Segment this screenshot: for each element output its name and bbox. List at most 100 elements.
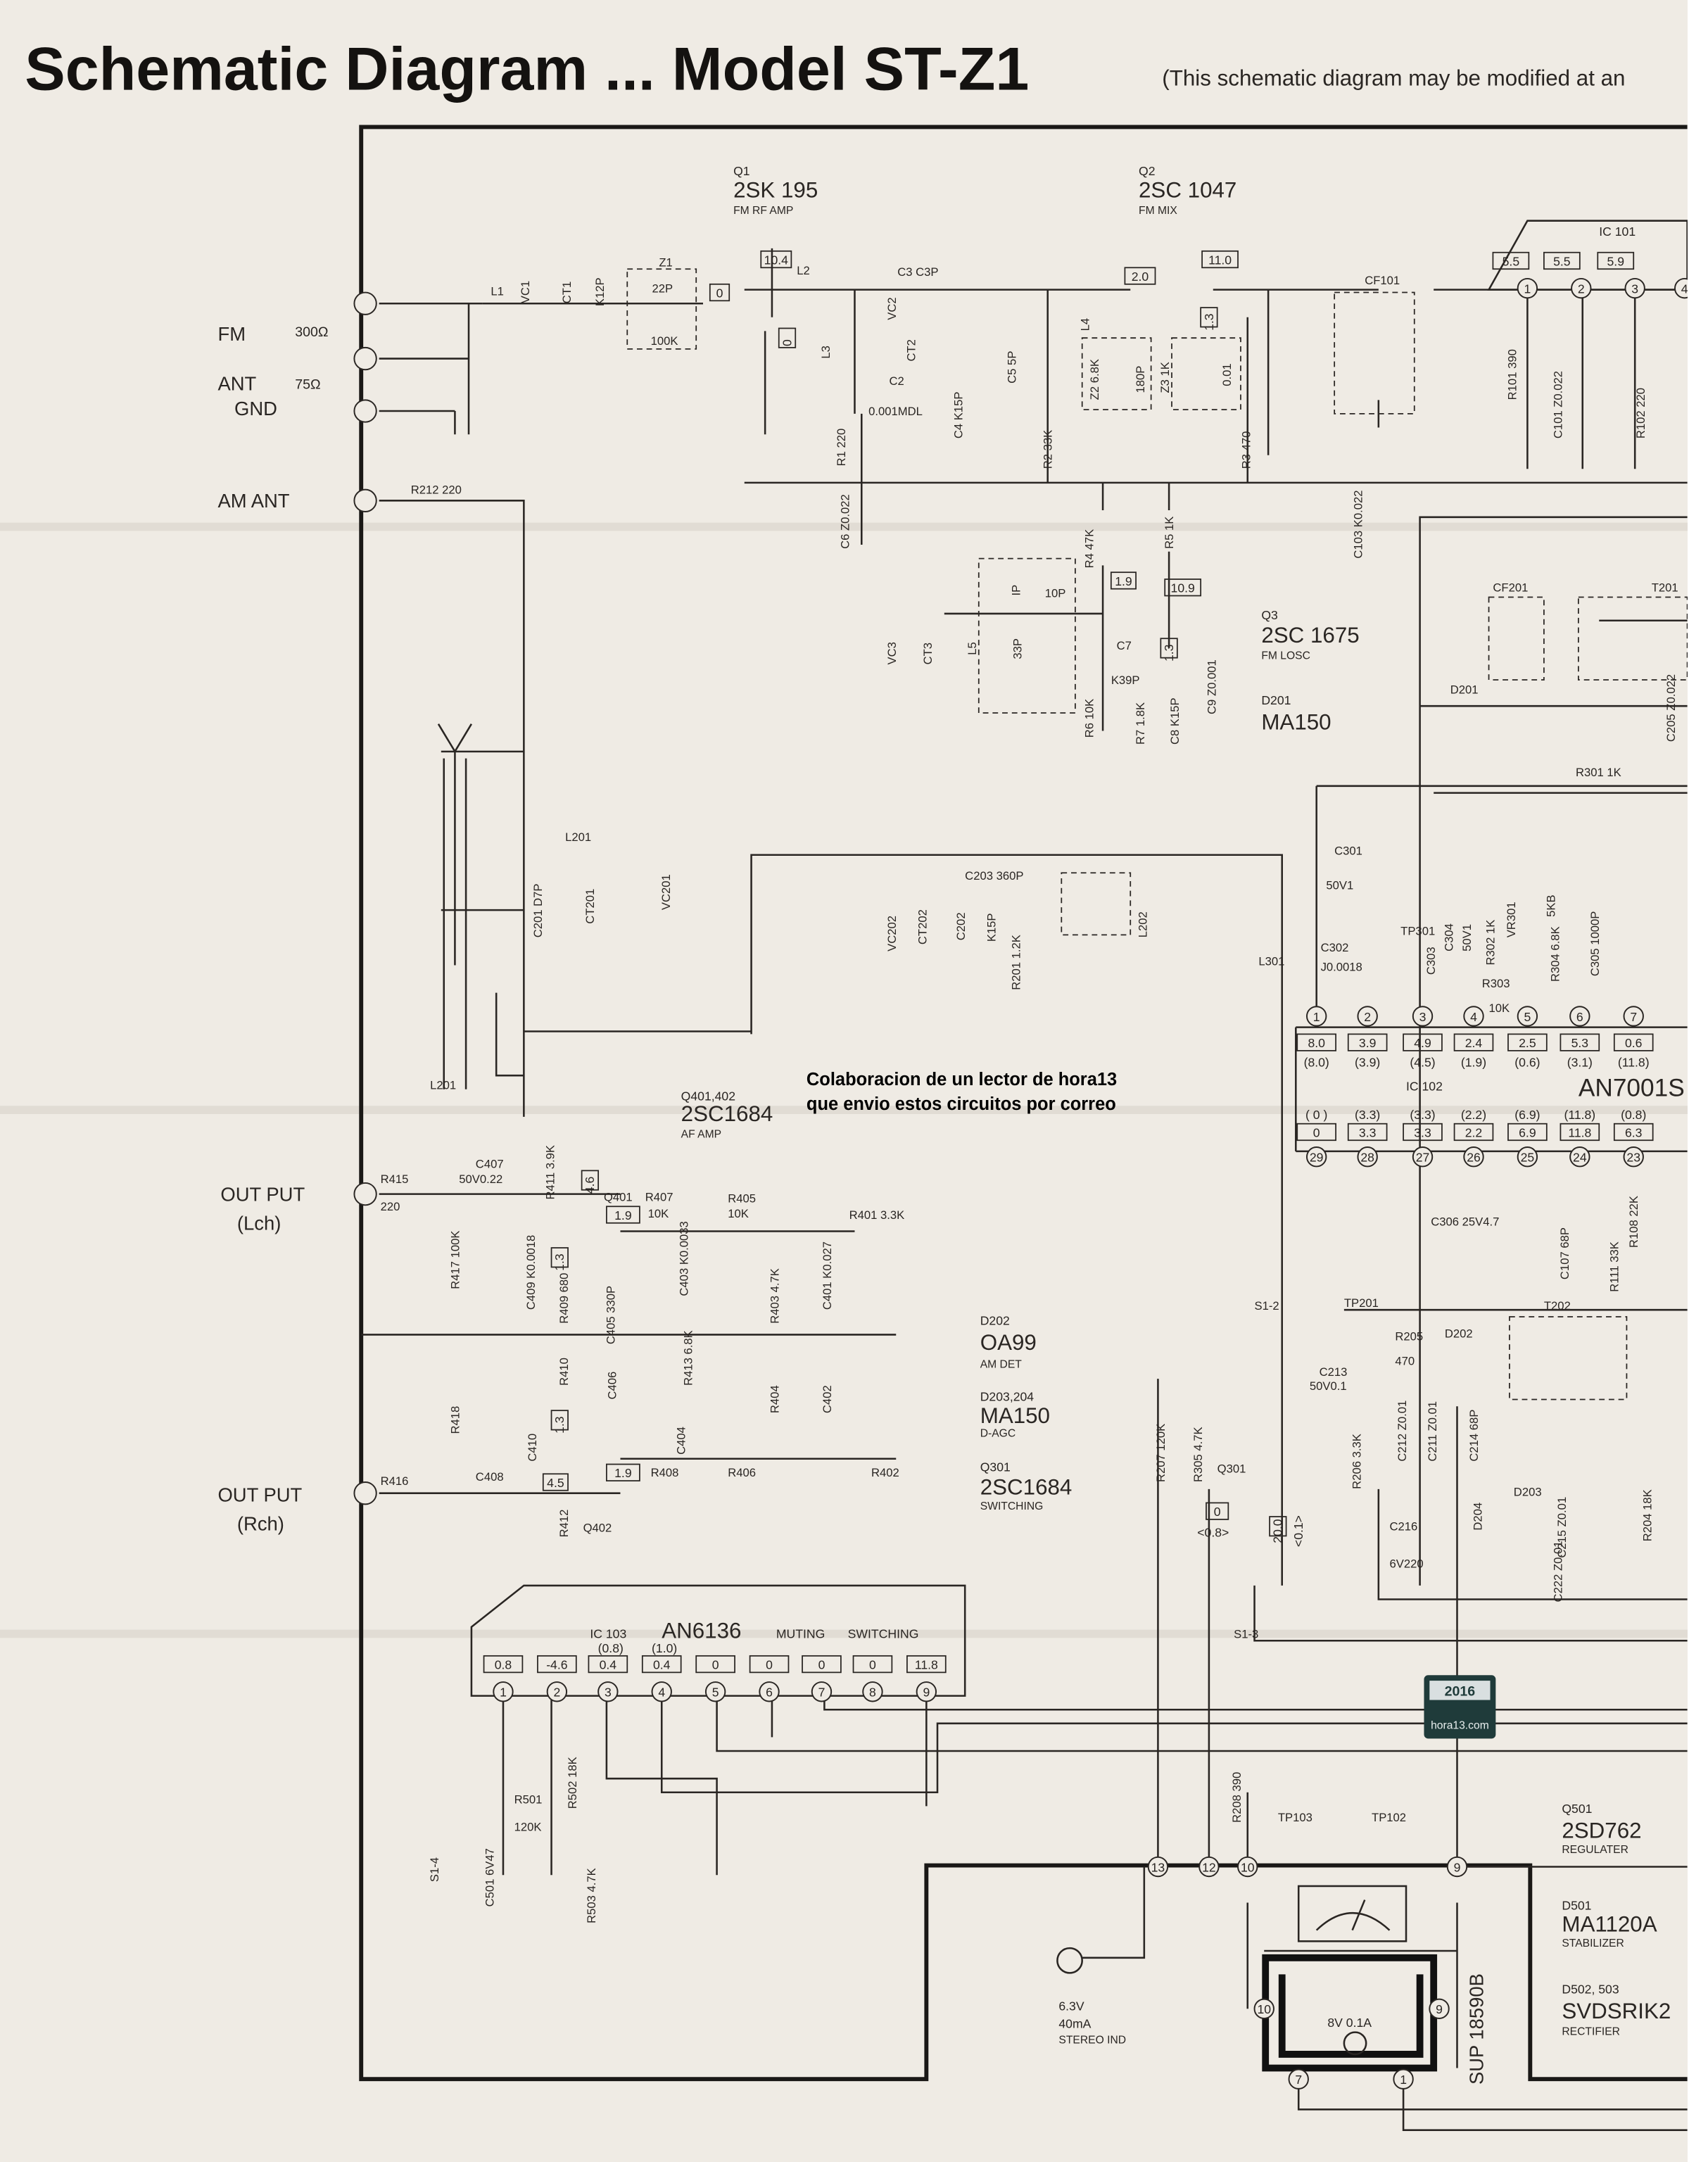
pin-number: 4 bbox=[658, 1686, 665, 1700]
pin-number: 27 bbox=[1416, 1151, 1430, 1165]
voltage-reading: 2.0 bbox=[1132, 270, 1149, 284]
device-label: 2SC 1675 bbox=[1261, 623, 1359, 647]
tuning-meter bbox=[1262, 1885, 1438, 2072]
voltage-reading: 10.4 bbox=[764, 253, 788, 267]
voltage-reading: 4.6 bbox=[583, 1176, 597, 1194]
component-label: R3 470 bbox=[1240, 431, 1253, 469]
device-label: RECTIFIER bbox=[1562, 2026, 1620, 2038]
voltage-box bbox=[1453, 1123, 1494, 1142]
device-label: D-AGC bbox=[980, 1427, 1016, 1439]
device-label: Q2 bbox=[1139, 164, 1156, 178]
voltage-reading: (0.6) bbox=[1514, 1055, 1540, 1069]
component-label: 22P bbox=[652, 282, 673, 296]
component-label: C406 bbox=[606, 1372, 619, 1400]
component-label: R304 6.8K bbox=[1548, 926, 1562, 982]
component-label: TP102 bbox=[1372, 1811, 1406, 1824]
voltage-reading: <0.8> bbox=[1197, 1525, 1229, 1539]
component-label: J0.0018 bbox=[1321, 960, 1362, 973]
component-label: R201 1.2K bbox=[1010, 935, 1023, 990]
component-label: C9 Z0.001 bbox=[1206, 659, 1219, 714]
voltage-reading: (4.5) bbox=[1410, 1055, 1435, 1069]
page-title: Schematic Diagram ... Model ST-Z1 bbox=[25, 36, 1029, 103]
component-label: R409 680 bbox=[557, 1273, 571, 1324]
component-label: R502 18K bbox=[566, 1757, 579, 1809]
pin-circle bbox=[1517, 277, 1538, 299]
component-label: C8 K15P bbox=[1168, 697, 1182, 745]
pin-number: 9 bbox=[1436, 2002, 1443, 2016]
voltage-reading: (0.8) bbox=[1621, 1108, 1646, 1122]
component-label: C202 bbox=[954, 912, 968, 940]
component-label: R205 bbox=[1395, 1329, 1423, 1343]
voltage-reading: 3.9 bbox=[1359, 1036, 1376, 1050]
pin-circle bbox=[759, 1681, 780, 1702]
pin-circle bbox=[1623, 1146, 1644, 1168]
device-label: Q3 bbox=[1261, 608, 1278, 622]
component-label: K39P bbox=[1111, 674, 1140, 687]
osc-shield bbox=[978, 557, 1076, 714]
voltage-reading: 11.8 bbox=[1568, 1125, 1591, 1139]
voltage-reading: 4.9 bbox=[1414, 1036, 1431, 1050]
component-label: R303 bbox=[1482, 977, 1510, 990]
voltage-box bbox=[1453, 1033, 1494, 1051]
voltage-reading: 1.3 bbox=[552, 1253, 567, 1271]
component-label: C410 bbox=[526, 1434, 539, 1462]
terminal-label: (Lch) bbox=[237, 1213, 281, 1234]
component-label: 0.01 bbox=[1220, 363, 1234, 386]
component-label: R1 220 bbox=[835, 429, 848, 467]
component-label: L202 bbox=[1137, 911, 1150, 937]
component-label: 10K bbox=[728, 1207, 749, 1220]
component-label: R212 220 bbox=[411, 483, 462, 497]
caption-line-2: que envio estos circuitos por correo bbox=[806, 1094, 1116, 1114]
z2-shield bbox=[1081, 337, 1152, 410]
pin-number: 29 bbox=[1310, 1151, 1324, 1165]
component-label: K15P bbox=[985, 913, 998, 942]
pin-number: 1 bbox=[1400, 2073, 1407, 2087]
component-label: R413 6.8K bbox=[681, 1330, 695, 1386]
hora13-watermark: 2016 hora13.com bbox=[1424, 1675, 1496, 1739]
component-label: S1-4 bbox=[428, 1857, 441, 1882]
voltage-box bbox=[1164, 579, 1202, 597]
component-label: CT3 bbox=[921, 643, 935, 664]
component-label: L5 bbox=[966, 642, 979, 655]
voltage-box bbox=[550, 1410, 569, 1431]
component-label: CF201 bbox=[1493, 581, 1528, 595]
wiring bbox=[361, 248, 1688, 2131]
component-label: R404 bbox=[768, 1385, 782, 1413]
voltage-box bbox=[588, 1655, 628, 1674]
device-label: FM RF AMP bbox=[733, 205, 793, 217]
component-label: R411 3.9K bbox=[543, 1145, 557, 1199]
pin-circle bbox=[1305, 1006, 1327, 1027]
voltage-reading: 1.9 bbox=[614, 1466, 631, 1480]
pin-circle bbox=[1624, 277, 1645, 299]
device-label: SVDSRIK2 bbox=[1562, 1999, 1671, 2023]
device-label: IC 102 bbox=[1406, 1080, 1443, 1094]
device-label: Q501 bbox=[1562, 1802, 1592, 1816]
component-label: TP201 bbox=[1344, 1296, 1379, 1310]
device-label: IC 101 bbox=[1599, 225, 1636, 239]
device-label: SWITCHING bbox=[980, 1500, 1044, 1512]
voltage-box bbox=[1347, 1033, 1388, 1051]
pin-number: 4 bbox=[1681, 282, 1688, 296]
pin-circle bbox=[1463, 1006, 1484, 1027]
pin-circle bbox=[1198, 1856, 1220, 1878]
pin-number: 4 bbox=[1470, 1010, 1477, 1024]
component-label: C5 5P bbox=[1006, 351, 1019, 384]
terminal-label: FM bbox=[217, 323, 246, 345]
component-label: D201 bbox=[1450, 683, 1479, 697]
component-label: 10K bbox=[1489, 1001, 1510, 1015]
pin-circle bbox=[1446, 1856, 1468, 1878]
pin-circle bbox=[1305, 1146, 1327, 1168]
voltage-reading: 5.9 bbox=[1607, 254, 1624, 268]
component-label: R207 120K bbox=[1154, 1424, 1168, 1482]
terminal-label: GND bbox=[234, 398, 277, 419]
device-label: STABILIZER bbox=[1562, 1937, 1624, 1949]
component-label: C203 360P bbox=[965, 869, 1023, 883]
component-label: R5 1K bbox=[1163, 517, 1176, 549]
device-label: IC 103 bbox=[590, 1626, 626, 1641]
component-label: VC202 bbox=[885, 916, 899, 952]
voltage-box bbox=[695, 1655, 735, 1674]
pin-number: 6 bbox=[766, 1686, 773, 1700]
component-label: K12P bbox=[593, 277, 607, 306]
device-label: 2SD762 bbox=[1562, 1818, 1641, 1842]
